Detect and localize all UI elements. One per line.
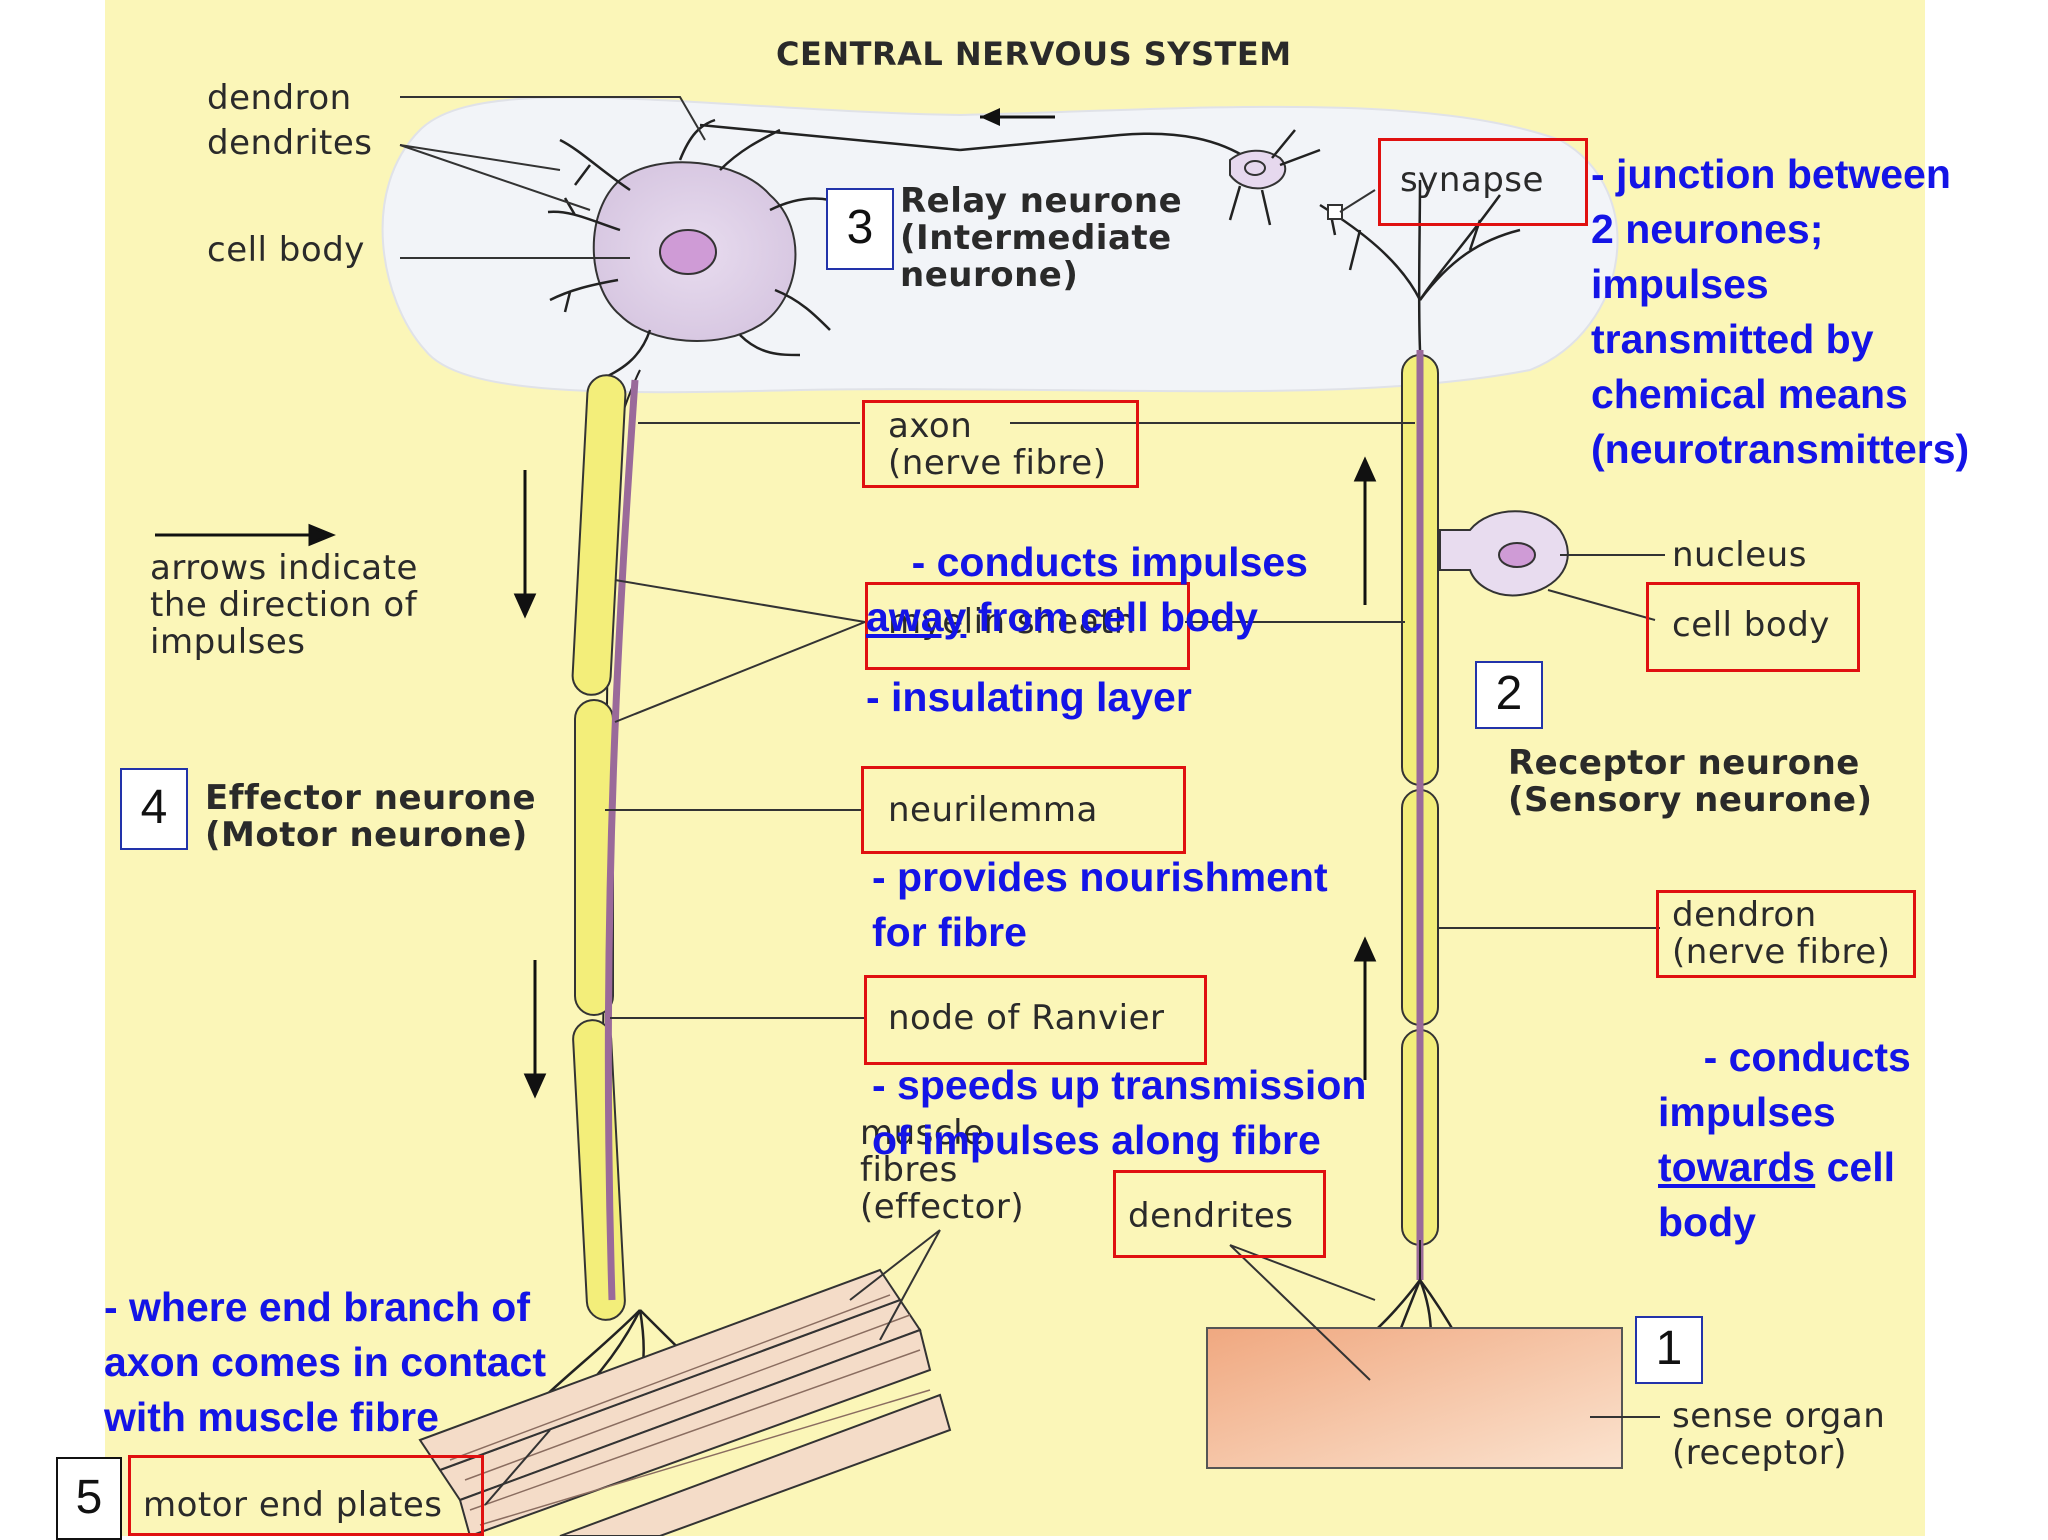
label-myelin-sheath: myelin sheath: [888, 602, 1136, 642]
leader-lines: [399, 96, 1665, 1506]
note-neurilemma: - provides nourishment for fibre: [872, 854, 1328, 955]
note-dendron-line2: cell body: [1658, 1144, 1895, 1245]
label-dendrites-top: dendrites: [207, 123, 373, 163]
label-sense-organ: sense organ (receptor): [1672, 1396, 1886, 1473]
relay-nucleus: [659, 229, 717, 275]
label-cell-body-left: cell body: [207, 230, 365, 270]
note-axon-line1: - conducts impulses: [911, 539, 1308, 585]
highlight-myelin-sheath: [865, 582, 1190, 670]
highlight-neurilemma: [861, 766, 1186, 854]
synapse-neuron: [1229, 149, 1287, 190]
direction-arrows: [155, 456, 1377, 1099]
note-axon: - conducts impulses away from cell body: [866, 480, 1308, 700]
label-motor-end-plates: motor end plates: [143, 1485, 443, 1525]
note-node-of-ranvier: - speeds up transmission of impulses alo…: [872, 1062, 1367, 1163]
sense-organ-block: [1206, 1327, 1623, 1469]
highlight-node-of-ranvier: [864, 975, 1207, 1065]
relay-dendrites: [547, 118, 1251, 382]
number-badge-1: 1: [1635, 1316, 1703, 1384]
label-dendrites-bottom: dendrites: [1128, 1196, 1294, 1236]
number-badge-3: 3: [826, 188, 894, 270]
label-arrows-note: arrows indicate the direction of impulse…: [150, 548, 418, 662]
note-motor-end-plates: - where end branch of axon comes in cont…: [104, 1284, 547, 1440]
note-axon-away: away: [866, 594, 967, 640]
sensory-nucleus: [1498, 542, 1536, 568]
label-node-of-ranvier: node of Ranvier: [888, 998, 1165, 1038]
label-relay-neurone: Relay neurone (Intermediate neurone): [900, 181, 1183, 295]
highlight-axon: [862, 400, 1139, 488]
label-cell-body-right: cell body: [1672, 605, 1830, 645]
muscle-fibres: [418, 1268, 952, 1536]
number-badge-5: 5: [56, 1457, 122, 1540]
sensory-neurone-fibre: [1401, 350, 1439, 1280]
label-effector-neurone: Effector neurone (Motor neurone): [205, 778, 537, 855]
note-dendron-towards: towards: [1658, 1144, 1816, 1190]
note-synapse: - junction between 2 neurones; impulses …: [1591, 151, 1970, 472]
note-dendron: - conducts impulses towards cell body: [1658, 975, 1911, 1305]
label-dendron-right: dendron (nerve fibre): [1672, 895, 1891, 972]
label-muscle-fibres: muscle fibres (effector): [860, 1113, 1025, 1227]
label-nucleus: nucleus: [1672, 535, 1807, 575]
number-badge-2: 2: [1475, 661, 1543, 729]
page-title: CENTRAL NERVOUS SYSTEM: [776, 35, 1292, 73]
note-myelin: - insulating layer: [866, 674, 1192, 720]
label-dendron-top: dendron: [207, 78, 352, 118]
note-axon-line2: from cell body: [966, 594, 1258, 640]
highlight-cell-body: [1646, 582, 1860, 672]
motor-neurone-fibre: [571, 369, 641, 1321]
label-axon: axon (nerve fibre): [888, 406, 1107, 483]
highlight-dendrites: [1113, 1170, 1326, 1258]
highlight-synapse: [1378, 138, 1588, 226]
label-receptor-neurone: Receptor neurone (Sensory neurone): [1508, 743, 1873, 820]
label-synapse: synapse: [1400, 160, 1544, 200]
number-badge-4: 4: [120, 768, 188, 850]
highlight-motor-end-plates: [128, 1455, 484, 1536]
label-neurilemma: neurilemma: [888, 790, 1098, 830]
note-dendron-line1: - conducts impulses: [1658, 1034, 1911, 1135]
highlight-dendron: [1656, 890, 1916, 978]
